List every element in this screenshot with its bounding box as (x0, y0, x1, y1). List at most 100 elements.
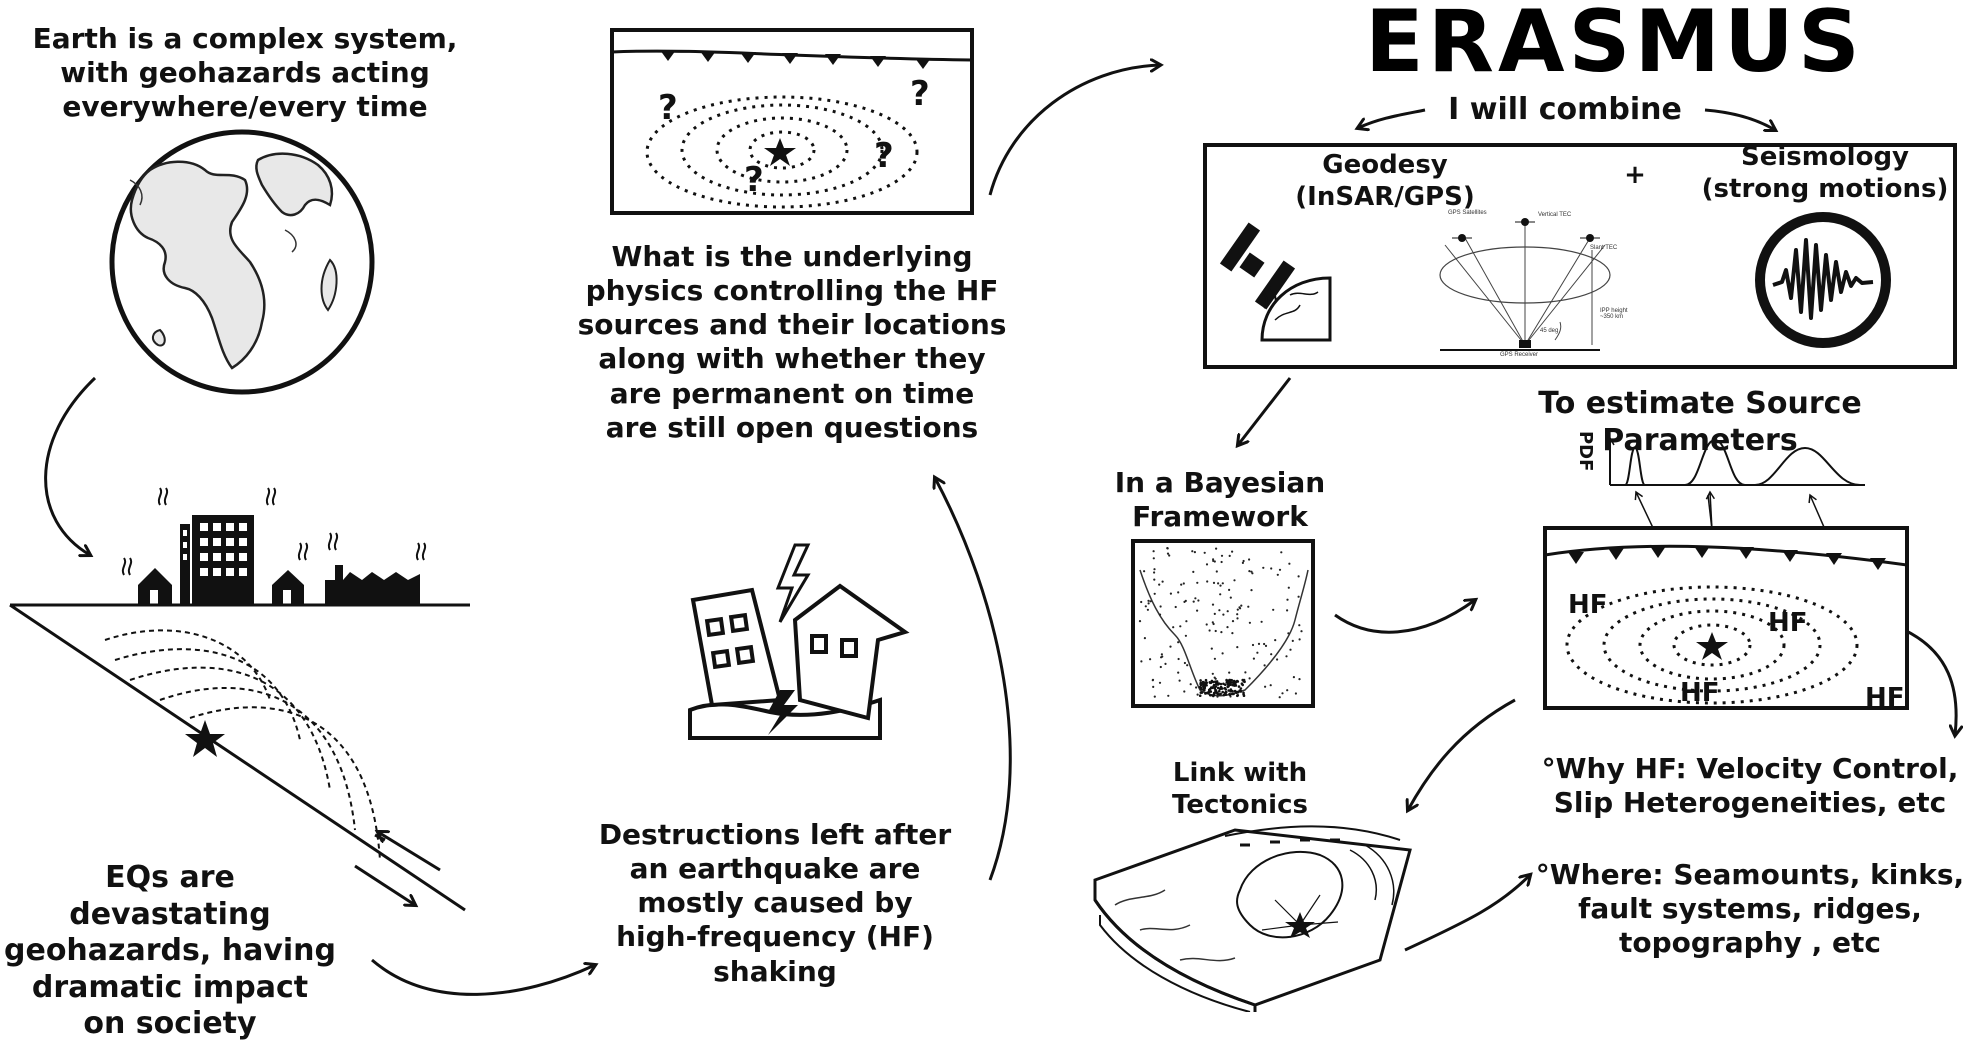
scatter-point (1138, 620, 1142, 623)
scatter-point (1215, 570, 1218, 573)
scatter-point (1204, 691, 1208, 695)
scatter-point (1149, 658, 1152, 661)
scatter-point (1248, 570, 1251, 573)
scatter-point (1147, 599, 1150, 602)
scatter-point (1218, 689, 1221, 693)
scatter-point (1196, 609, 1199, 612)
scatter-point (1292, 676, 1295, 679)
scatter-point (1300, 630, 1303, 633)
scatter-point (1242, 680, 1246, 683)
scatter-point (1153, 568, 1156, 571)
scatter-point (1298, 678, 1301, 681)
scatter-point (1231, 681, 1235, 684)
scatter-point (1199, 679, 1202, 682)
geodesy-label: Geodesy (InSAR/GPS) (1295, 150, 1475, 212)
erasmus-title: ERASMUS (1365, 0, 1864, 92)
scatter-point (1213, 612, 1216, 616)
scatter-point (1272, 608, 1275, 611)
scatter-point (1235, 679, 1239, 683)
scatter-point (1159, 605, 1162, 608)
scatter-point (1219, 687, 1223, 690)
scatter-point (1230, 692, 1234, 696)
scatter-point (1183, 690, 1186, 693)
scatter-point (1228, 692, 1231, 696)
scatter-point (1289, 648, 1292, 651)
scatter-point (1227, 681, 1230, 684)
scatter-point (1297, 575, 1300, 578)
scatter-point (1222, 693, 1226, 697)
scatter-point (1242, 694, 1246, 697)
scatter-point (1213, 676, 1216, 679)
scatter-point (1172, 626, 1175, 629)
scatter-point (1286, 598, 1289, 601)
scatter-point (1180, 583, 1183, 586)
scatter-point (1216, 695, 1219, 698)
collapsed-buildings-icon (688, 543, 910, 740)
hf-label-3: HF (1680, 678, 1720, 708)
scatter-point (1177, 591, 1180, 594)
scatter-point (1214, 629, 1217, 633)
scatter-point (1214, 689, 1218, 692)
hf-sources-question-box (610, 28, 974, 215)
scatter-point (1212, 558, 1215, 561)
scatter-point (1291, 639, 1294, 643)
scatter-point (1203, 551, 1206, 554)
hf-label-1: HF (1568, 590, 1608, 620)
scatter-point (1251, 572, 1254, 575)
scatter-point (1200, 687, 1203, 691)
scatter-point (1179, 625, 1182, 628)
scatter-point (1169, 645, 1172, 648)
scatter-point (1287, 632, 1290, 635)
scatter-point (1247, 605, 1250, 608)
scatter-point (1189, 683, 1192, 686)
scatter-point (1228, 678, 1232, 682)
estimate-text: To estimate Source Parameters (1538, 386, 1862, 458)
slant-tec-label: Slant TEC (1590, 245, 1618, 251)
scatter-point (1220, 560, 1223, 564)
scatter-point (1216, 686, 1220, 690)
scatter-point (1228, 554, 1231, 558)
scatter-point (1298, 624, 1301, 627)
scatter-point (1212, 693, 1216, 697)
earth-complex-text: Earth is a complex system, with geohazar… (32, 22, 458, 124)
scatter-point (1221, 582, 1224, 585)
scatter-point (1294, 692, 1297, 695)
scatter-point (1281, 692, 1284, 695)
city-skyline-icon (121, 487, 427, 605)
scatter-point (1209, 686, 1213, 689)
scatter-point (1257, 642, 1261, 646)
scatter-point (1248, 621, 1251, 624)
scatter-point (1219, 584, 1222, 587)
underlying-physics-text: What is the underlying physics controlli… (577, 240, 1007, 444)
gps-tec-diagram (1439, 218, 1611, 351)
scatter-point (1224, 690, 1228, 694)
scatter-point (1263, 664, 1266, 667)
scatter-point (1204, 683, 1207, 687)
scatter-point (1211, 603, 1215, 606)
scatter-point (1228, 671, 1231, 674)
scatter-point (1185, 620, 1188, 623)
scatter-point (1211, 680, 1215, 684)
scatter-point (1177, 671, 1180, 674)
scatter-point (1194, 597, 1197, 600)
scatter-point (1146, 608, 1149, 611)
scatter-point (1228, 588, 1231, 592)
earth-globe-icon (109, 129, 375, 395)
scatter-point (1144, 605, 1147, 608)
scatter-point (1149, 600, 1152, 603)
scatter-point (1264, 644, 1268, 648)
arrow-to-bayesian (1238, 377, 1292, 445)
scatter-point (1151, 679, 1154, 682)
scatter-point (1211, 621, 1214, 624)
scatter-point (1209, 690, 1213, 693)
scatter-point (1205, 623, 1208, 626)
scatter-point (1208, 629, 1211, 632)
scatter-point (1229, 688, 1233, 691)
scatter-point (1285, 655, 1288, 658)
where-text: °Where: Seamounts, kinks, fault systems,… (1535, 858, 1965, 960)
scatter-point (1235, 691, 1238, 695)
scatter-point (1153, 571, 1156, 574)
scatter-point (1262, 566, 1265, 569)
scatter-point (1177, 657, 1180, 661)
scatter-point (1270, 567, 1273, 570)
